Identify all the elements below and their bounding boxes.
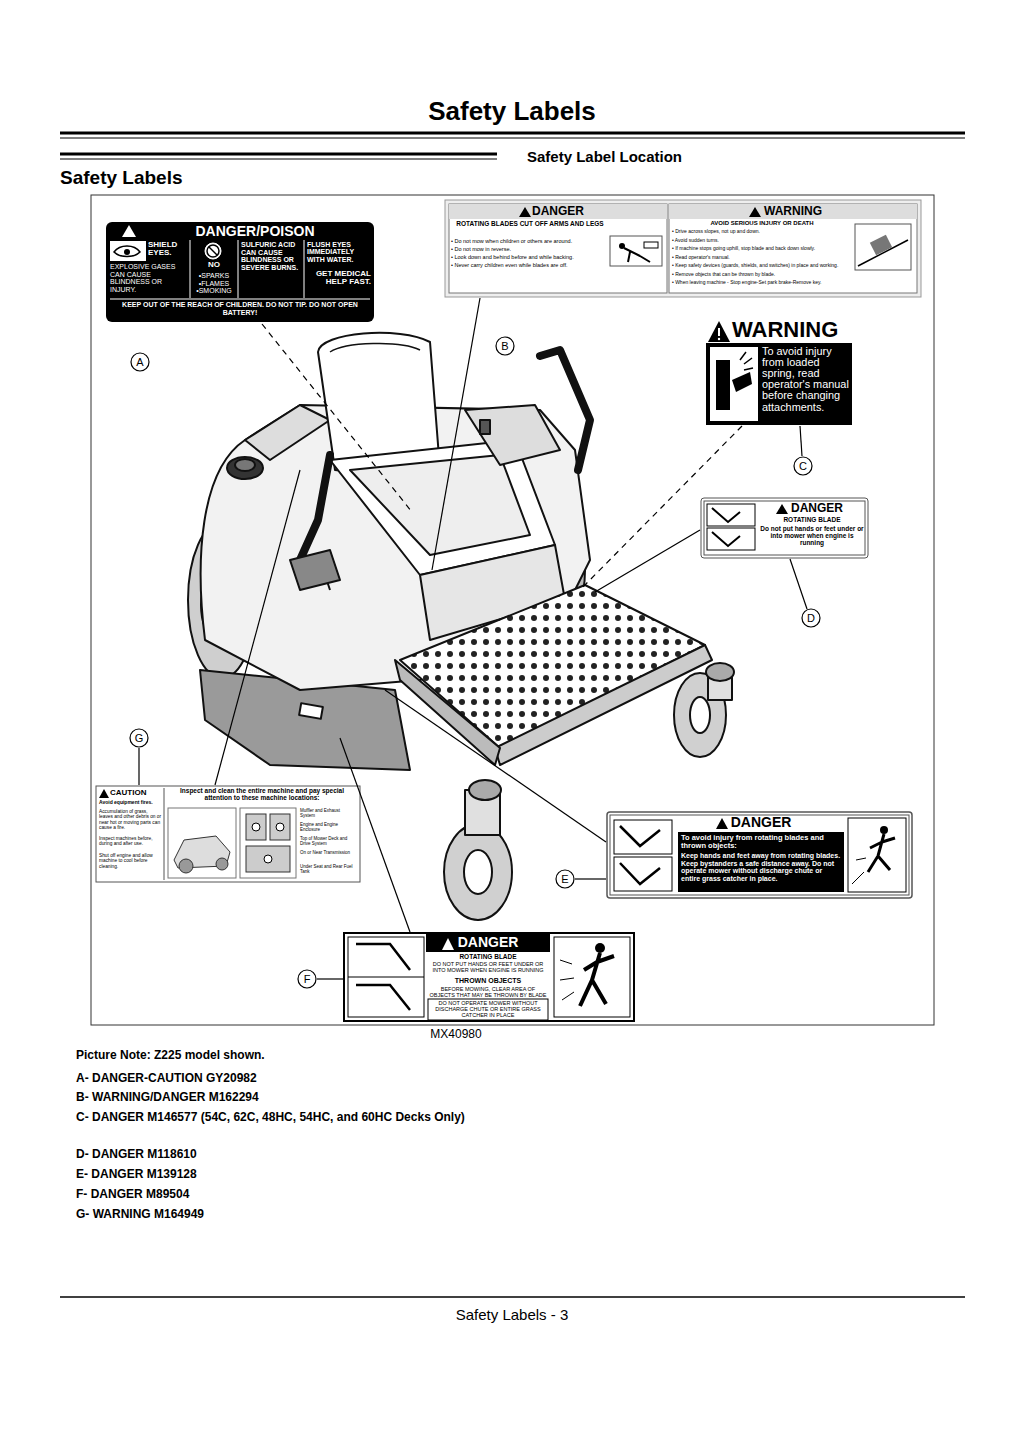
- sticker-text: FLUSH EYES IMMEDIATELY WITH WATER.: [307, 241, 371, 263]
- sticker-text: • Look down and behind before and while …: [451, 254, 607, 260]
- sticker-text: ROTATING BLADES CUT OFF ARMS AND LEGS: [455, 221, 605, 228]
- sticker-text: •SPARKS •FLAMES •SMOKING: [192, 272, 236, 295]
- sticker-text: NO: [192, 261, 236, 269]
- safety-sticker: DANGER To avoid injury from rotating blad…: [607, 812, 912, 898]
- sticker-text: Shut off engine and allow machine to coo…: [99, 853, 162, 869]
- sticker-text: • If machine stops going uphill, stop bl…: [672, 246, 852, 252]
- sticker-heading: DANGER: [770, 502, 864, 515]
- sticker-text: Engine and Engine Enclosure: [300, 823, 356, 833]
- sticker-text: • Drive across slopes, not up and down.: [672, 229, 852, 235]
- sticker-text: Inspect and clean the entire machine and…: [168, 788, 356, 802]
- safety-sticker: DANGERROTATING BLADE Do not put hands or …: [701, 498, 868, 558]
- sticker-heading: WARNING: [732, 318, 852, 342]
- callout-letter: A: [132, 355, 148, 369]
- sticker-text: To avoid injury from loaded spring, read…: [762, 346, 850, 413]
- label-list-item: F- DANGER M89504: [76, 1187, 496, 1201]
- sticker-text: On or Near Transmission: [300, 851, 356, 856]
- label-list-item: C- DANGER M146577 (54C, 62C, 48HC, 54HC,…: [76, 1110, 496, 1124]
- callout-letter: G: [131, 731, 147, 745]
- sticker-text: Accumulation of grass, leaves and other …: [99, 809, 162, 830]
- sticker-text: ROTATING BLADE: [760, 516, 864, 523]
- sticker-text: Do not put hands or feet under or into m…: [760, 525, 864, 546]
- section-subheading: Safety Label Location: [527, 148, 827, 166]
- sticker-heading: CAUTION: [110, 788, 162, 798]
- sticker-text: GET MEDICAL HELP FAST.: [307, 270, 371, 287]
- safety-sticker: CAUTION Avoid equipment fires. Accumulatio…: [96, 786, 360, 882]
- sticker-text: Muffler and Exhaust System: [300, 809, 356, 819]
- sticker-text: • Never carry children even while blades…: [451, 262, 607, 268]
- safety-sticker: WARNING AVOID SERIOUS INJURY OR DEATH • Dr…: [669, 204, 917, 293]
- sticker-text: • Avoid sudden turns.: [672, 238, 852, 244]
- callout-letter: C: [795, 459, 811, 473]
- safety-sticker: DANGER ROTATING BLADEDO NOT PUT HANDS OR …: [344, 933, 634, 1021]
- callout-letter: F: [299, 972, 315, 986]
- sticker-text: SHIELD EYES.: [148, 241, 188, 258]
- label-list-item: B- WARNING/DANGER M162294: [76, 1090, 496, 1104]
- sticker-text: DO NOT PUT HANDS OR FEET UNDER OR INTO M…: [428, 961, 548, 973]
- callout-letter: E: [557, 872, 573, 886]
- callout-letter: D: [803, 611, 819, 625]
- safety-sticker: DANGER ROTATING BLADES CUT OFF ARMS AND L…: [449, 204, 667, 293]
- sticker-text: AVOID SERIOUS INJURY OR DEATH: [672, 220, 852, 227]
- callout-letter: B: [497, 339, 513, 353]
- sticker-text: BEFORE MOWING, CLEAR AREA OF OBJECTS THA…: [428, 986, 548, 998]
- sticker-heading: DANGER: [426, 935, 550, 950]
- safety-sticker: WARNING To avoid injury from loaded sprin…: [706, 318, 852, 425]
- sticker-text: To avoid injury from rotating blades and…: [681, 834, 841, 850]
- label-list-item: G- WARNING M164949: [76, 1207, 496, 1221]
- sticker-text: Avoid equipment fires.: [99, 800, 162, 806]
- sticker-text: Keep hands and feet away from rotating b…: [681, 852, 841, 882]
- sticker-text: Under Seat and Rear Fuel Tank: [300, 865, 356, 875]
- picture-note: Picture Note: Z225 model shown.: [76, 1048, 496, 1062]
- sticker-text: Inspect machines before, during and afte…: [99, 836, 162, 847]
- sticker-text: • Do not mow when children or others are…: [451, 238, 607, 244]
- sticker-text: ROTATING BLADE: [428, 953, 548, 960]
- section-heading: Safety Labels: [60, 167, 360, 190]
- sticker-heading: DANGER/POISON: [140, 224, 370, 238]
- label-list-item: A- DANGER-CAUTION GY20982: [76, 1071, 496, 1085]
- sticker-heading: DANGER: [680, 815, 842, 830]
- sticker-text: • Do not mow in reverse.: [451, 246, 607, 252]
- sticker-heading: WARNING: [675, 205, 911, 218]
- page-title: Safety Labels: [312, 96, 712, 127]
- sticker-text: • Read operator's manual.: [672, 255, 852, 261]
- page-footer: Safety Labels - 3: [400, 1306, 624, 1324]
- label-list-item: D- DANGER M118610: [76, 1147, 496, 1161]
- safety-sticker: DANGER/POISON SHIELD EYES. EXPLOSIVE GASES…: [106, 222, 374, 322]
- figure-number: MX40980: [406, 1027, 506, 1041]
- sticker-text: SULFURIC ACID CAN CAUSE BLINDNESS OR SEV…: [241, 241, 302, 271]
- sticker-heading: DANGER: [455, 205, 661, 218]
- sticker-text: • When leaving machine - Stop engine-Set…: [672, 280, 852, 286]
- sticker-text: Top of Mower Deck and Drive System: [300, 837, 356, 847]
- sticker-text: THROWN OBJECTS: [428, 977, 548, 985]
- sticker-text: EXPLOSIVE GASES CAN CAUSE BLINDNESS OR I…: [110, 263, 188, 293]
- label-list-item: E- DANGER M139128: [76, 1167, 496, 1181]
- sticker-text: DO NOT OPERATE MOWER WITHOUT DISCHARGE C…: [430, 1000, 546, 1018]
- sticker-text: KEEP OUT OF THE REACH OF CHILDREN. DO NO…: [110, 301, 370, 316]
- sticker-text: • Remove objects that can be thrown by b…: [672, 272, 852, 278]
- sticker-text: • Keep safety devices (guards, shields, …: [672, 263, 852, 269]
